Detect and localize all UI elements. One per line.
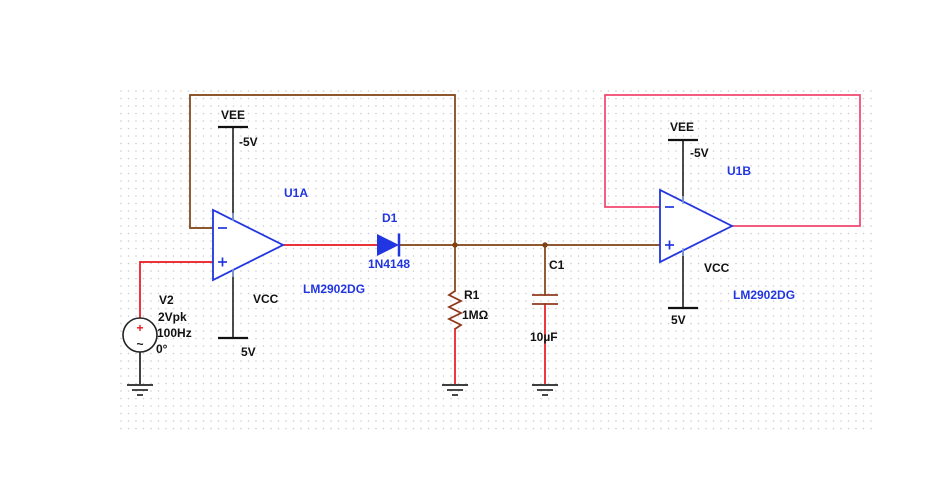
ground-v2[interactable]: [127, 384, 153, 396]
u1a-triangle: [212, 208, 286, 282]
opamp-u1a[interactable]: VEE -5V U1A VCC LM2902DG 5V: [212, 108, 365, 359]
u1a-refdes: U1A: [284, 186, 308, 200]
u1b-vcc-label: VCC: [704, 261, 730, 275]
u1b-part-number: LM2902DG: [733, 288, 795, 302]
junction-node-c1: [542, 242, 548, 248]
u1a-part-number: LM2902DG: [303, 282, 365, 296]
u1a-vcc-label: VCC: [253, 292, 279, 306]
wire-feedback-u1a[interactable]: [189, 94, 456, 246]
ground-c1[interactable]: [532, 384, 558, 396]
u1a-vee-value: -5V: [239, 135, 258, 149]
source-v2[interactable]: + ~ V2 2Vpk 100Hz 0°: [122, 293, 192, 356]
v2-frequency: 100Hz: [157, 326, 192, 340]
u1b-vee-label: VEE: [670, 120, 694, 134]
r1-zigzag: [446, 290, 464, 330]
opamp-u1b[interactable]: VEE -5V U1B VCC LM2902DG 5V: [659, 120, 795, 327]
v2-sine-sign: ~: [136, 337, 143, 351]
wire-feedback-u1b[interactable]: [604, 94, 861, 227]
wire-source-to-noninverting-input[interactable]: [139, 261, 214, 319]
c1-value: 10µF: [530, 330, 558, 344]
v2-amplitude: 2Vpk: [158, 310, 187, 324]
r1-refdes: R1: [464, 288, 480, 302]
junction-node-r1: [452, 242, 458, 248]
ground-r1[interactable]: [442, 384, 468, 396]
v2-phase: 0°: [156, 342, 168, 356]
d1-refdes: D1: [382, 211, 398, 225]
u1a-vcc-value: 5V: [241, 345, 256, 359]
v2-plus-sign: +: [136, 321, 143, 335]
u1a-vee-label: VEE: [221, 108, 245, 122]
v2-circle: [122, 317, 158, 353]
resistor-r1[interactable]: R1 1MΩ: [446, 288, 489, 330]
d1-part-number: 1N4148: [368, 257, 410, 271]
r1-value: 1MΩ: [462, 308, 489, 322]
u1b-vee-value: -5V: [690, 146, 709, 160]
d1-triangle: [377, 234, 399, 256]
v2-refdes: V2: [159, 293, 174, 307]
c1-refdes: C1: [549, 258, 565, 272]
capacitor-c1[interactable]: C1 10µF: [530, 258, 565, 344]
diode-d1[interactable]: D1 1N4148: [368, 211, 410, 271]
u1b-refdes: U1B: [727, 164, 751, 178]
u1b-vcc-value: 5V: [671, 313, 686, 327]
u1b-triangle: [659, 188, 735, 264]
